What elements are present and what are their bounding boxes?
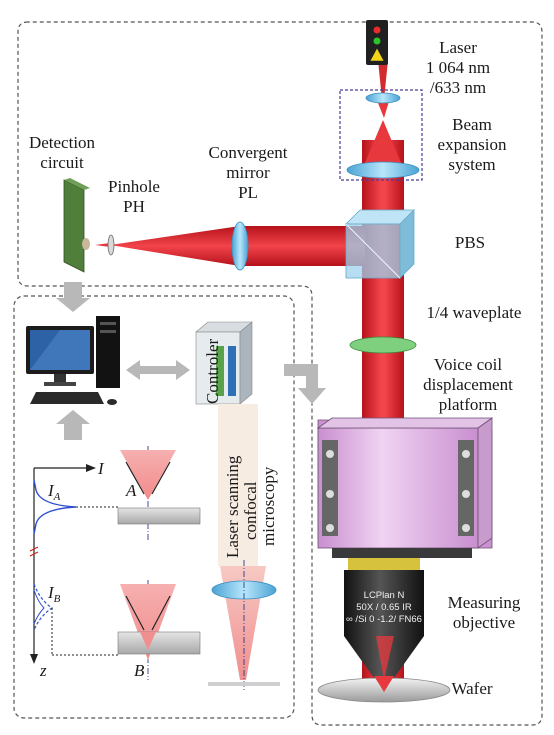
laser-green-light bbox=[373, 37, 381, 45]
lscm-label: Laser scanning confocal microscopy bbox=[223, 455, 278, 558]
left-dashed-frame bbox=[13, 295, 295, 719]
svg-text:PL: PL bbox=[238, 183, 258, 202]
confocal-graph bbox=[29, 464, 118, 664]
svg-text:1 064 nm: 1 064 nm bbox=[426, 58, 490, 77]
quarter-waveplate bbox=[349, 336, 417, 354]
controller-label: Controler bbox=[203, 339, 222, 404]
svg-text:50X / 0.65 IR: 50X / 0.65 IR bbox=[356, 602, 412, 613]
focus-diagram-b bbox=[117, 580, 201, 680]
svg-text:LCPlan N: LCPlan N bbox=[364, 590, 405, 601]
measuring-objective-label: Measuring objective bbox=[448, 593, 521, 632]
laser-red-light bbox=[373, 26, 381, 34]
voice-coil-label: Voice coil displacement platform bbox=[423, 355, 513, 414]
pinhole-label: Pinhole PH bbox=[108, 177, 160, 216]
detector bbox=[63, 178, 90, 273]
laser-beam-top bbox=[378, 60, 388, 100]
svg-text:Measuring: Measuring bbox=[448, 593, 521, 612]
arrow-double-computer-controller bbox=[126, 360, 190, 380]
arrow-to-platform bbox=[284, 364, 326, 404]
laser-warning-icon bbox=[369, 47, 385, 62]
axis-i-label: I bbox=[97, 459, 105, 478]
laser-label: Laser 1 064 nm /633 nm bbox=[426, 38, 490, 97]
arrow-down-detector bbox=[56, 282, 90, 312]
svg-text:Convergent: Convergent bbox=[208, 143, 287, 162]
laser-device bbox=[366, 20, 388, 65]
arrow-up-graph bbox=[56, 410, 90, 440]
curve-b2 bbox=[33, 589, 45, 625]
svg-text:Beam: Beam bbox=[452, 115, 492, 134]
svg-text:confocal: confocal bbox=[241, 481, 260, 540]
convergent-mirror bbox=[231, 221, 249, 271]
svg-text:Laser scanning: Laser scanning bbox=[223, 455, 242, 558]
svg-text:displacement: displacement bbox=[423, 375, 513, 394]
large-lens bbox=[346, 161, 420, 179]
svg-text:Detection: Detection bbox=[29, 133, 96, 152]
lscm-diagram bbox=[208, 404, 280, 690]
voice-coil-platform bbox=[316, 417, 494, 558]
svg-text:microscopy: microscopy bbox=[259, 466, 278, 546]
svg-text:∞ /Si 0 -1.2/ FN66: ∞ /Si 0 -1.2/ FN66 bbox=[346, 614, 422, 625]
svg-text:objective: objective bbox=[453, 613, 515, 632]
svg-text:circuit: circuit bbox=[40, 153, 84, 172]
pbs-cube bbox=[345, 209, 415, 279]
svg-text:/633 nm: /633 nm bbox=[430, 78, 486, 97]
svg-text:PH: PH bbox=[123, 197, 145, 216]
focus-diagram-a bbox=[117, 446, 201, 540]
ib-label: IB bbox=[47, 583, 61, 605]
svg-text:Laser: Laser bbox=[439, 38, 477, 57]
axis-break bbox=[29, 546, 39, 557]
convergent-mirror-label: Convergent mirror PL bbox=[208, 143, 287, 202]
ia-label: IA bbox=[47, 481, 61, 503]
wafer-focus-beam bbox=[374, 676, 394, 692]
beam-expansion-label: Beam expansion system bbox=[438, 115, 507, 174]
svg-text:Voice coil: Voice coil bbox=[434, 355, 502, 374]
waveplate-label: 1/4 waveplate bbox=[427, 303, 522, 322]
computer-icon bbox=[26, 316, 120, 405]
svg-text:platform: platform bbox=[439, 395, 498, 414]
pbs-label: PBS bbox=[455, 233, 485, 252]
curve-a bbox=[33, 479, 77, 535]
svg-text:mirror: mirror bbox=[226, 163, 270, 182]
beam-expansion-cone bbox=[362, 120, 404, 170]
top-dashed-frame bbox=[17, 21, 543, 726]
svg-text:Pinhole: Pinhole bbox=[108, 177, 160, 196]
axis-z-label: z bbox=[39, 661, 47, 680]
objective-engraving: LCPlan N 50X / 0.65 IR ∞ /Si 0 -1.2/ FN6… bbox=[346, 590, 422, 625]
wafer-label: Wafer bbox=[451, 679, 492, 698]
svg-text:system: system bbox=[448, 155, 495, 174]
beam-expansion-box bbox=[339, 89, 423, 181]
gray-arrows bbox=[56, 282, 326, 440]
point-a-label: A bbox=[125, 481, 137, 500]
svg-text:expansion: expansion bbox=[438, 135, 507, 154]
small-lens bbox=[365, 92, 401, 104]
measuring-objective bbox=[344, 558, 424, 680]
point-b-label: B bbox=[134, 661, 145, 680]
focus-spot-beam bbox=[95, 243, 110, 247]
pinhole bbox=[107, 234, 115, 256]
detection-circuit-label: Detection circuit bbox=[29, 133, 96, 172]
